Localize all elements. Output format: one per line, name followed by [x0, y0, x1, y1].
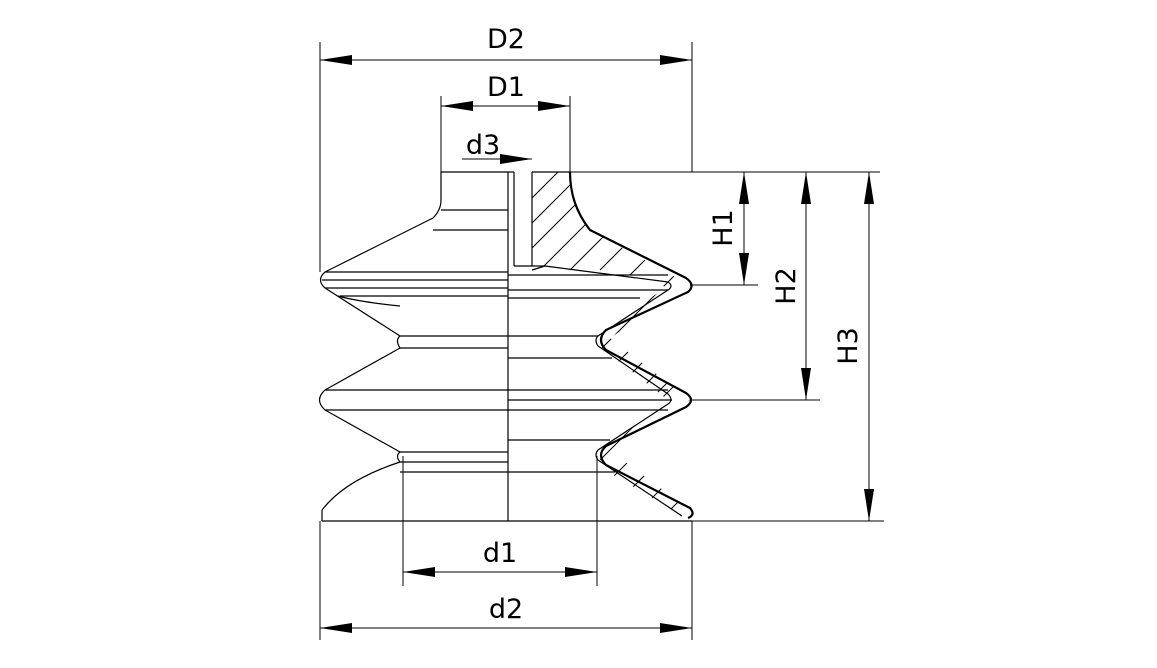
label-D1: D1: [487, 72, 525, 103]
dimension-labels: D2 D1 d3 H1 H2 H3 d1 d2: [466, 24, 864, 625]
label-d2: d2: [489, 594, 523, 625]
exterior-view: [318, 171, 508, 522]
label-H3: H3: [833, 327, 864, 364]
section-hatching: [532, 172, 690, 516]
label-H2: H2: [771, 267, 802, 304]
label-D2: D2: [487, 24, 525, 55]
label-H1: H1: [708, 209, 739, 246]
label-d3: d3: [466, 130, 500, 161]
section-view: [508, 171, 694, 522]
label-d1: d1: [483, 538, 517, 569]
dimension-lines: [319, 42, 884, 640]
